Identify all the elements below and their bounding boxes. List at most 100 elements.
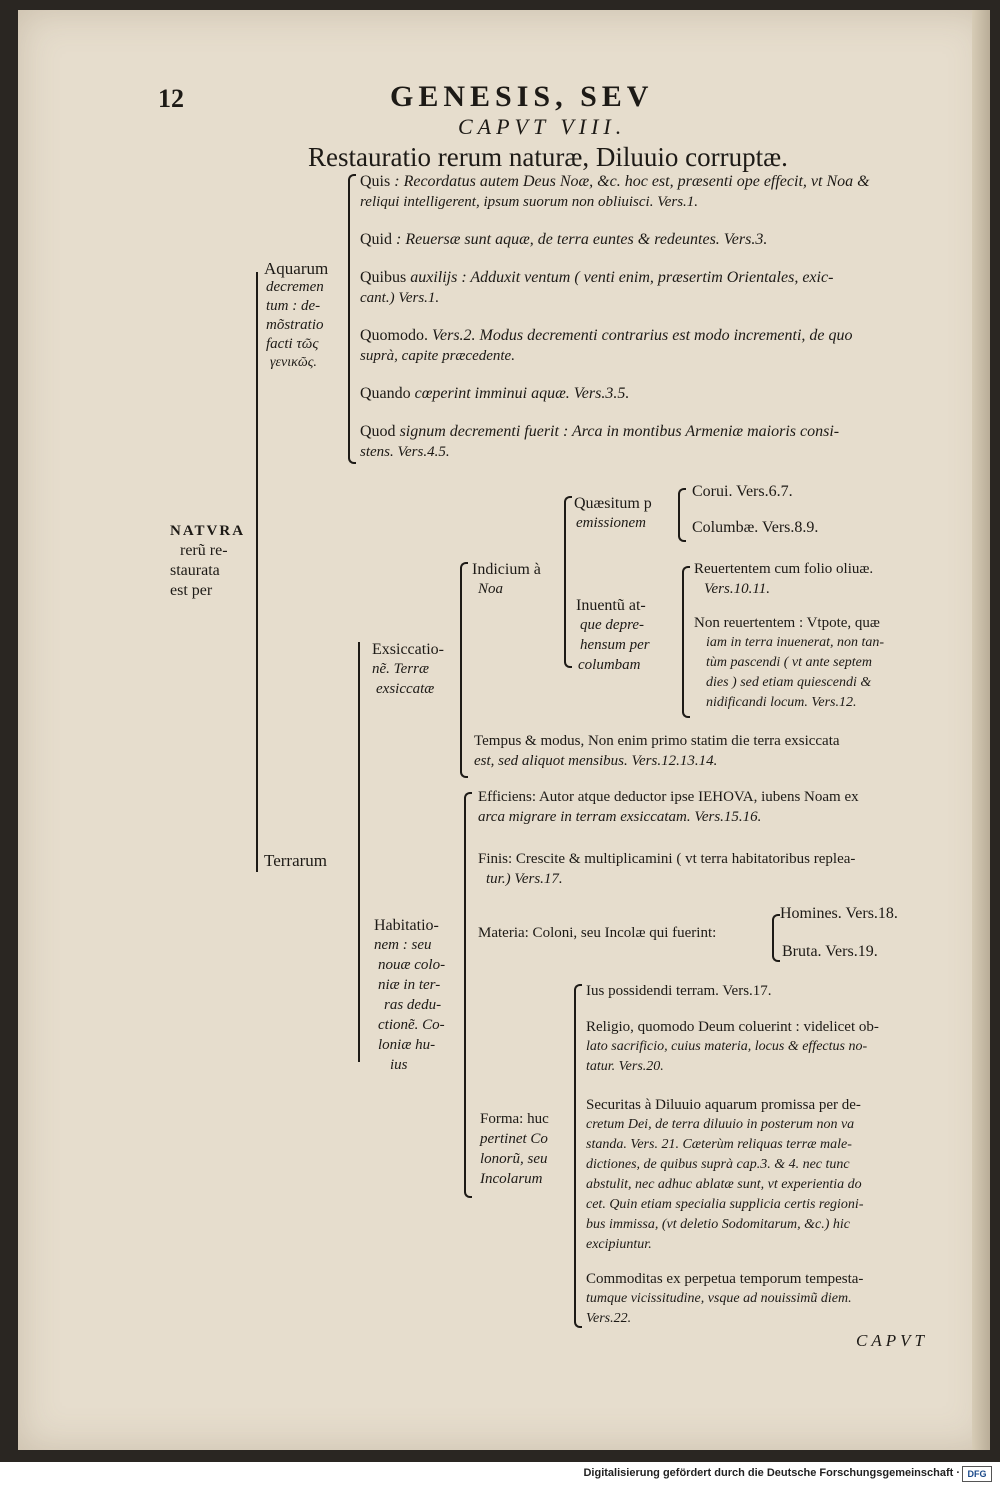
item-lead: Quod <box>360 423 396 440</box>
aquarum-label-line: Aquarum <box>264 259 329 278</box>
materia-item: Bruta. Vers.19. <box>782 943 878 960</box>
forma-item-line: Commoditas ex perpetua temporum tempesta… <box>586 1271 864 1287</box>
brace-forma <box>574 984 582 1328</box>
forma-label-line: Forma: huc <box>480 1111 549 1127</box>
brace-inventum <box>682 566 690 718</box>
quaesitum-label-line: emissionem <box>576 515 646 531</box>
exsiccatio-label-line: nẽ. Terræ <box>372 661 429 677</box>
exsiccatio-label-line: exsiccatæ <box>376 681 435 697</box>
root-line: est per <box>170 582 213 599</box>
non-reuertentem-line: nidificandi locum. Vers.12. <box>706 695 857 710</box>
footer-bar: Digitalisierung gefördert durch die Deut… <box>0 1462 1000 1485</box>
item-line: Quod signum decrementi fuerit : Arca in … <box>360 424 839 440</box>
forma-item-line: abstulit, nec adhuc ablatæ sunt, vt expe… <box>586 1177 862 1192</box>
item-line: Quis : Recordatus autem Deus Noæ, &c. ho… <box>360 174 870 190</box>
root-line: NATVRA <box>170 523 246 539</box>
habitatio-label-line: Habitatio- <box>374 917 439 934</box>
habitatio-label-line: nouæ colo- <box>378 957 446 973</box>
inventum-label-line: Inuentũ at- <box>576 597 646 614</box>
non-reuertentem-line: dies ) sed etiam quiescendi & <box>706 675 872 690</box>
item-text: : Recordatus autem Deus Noæ, &c. hoc est… <box>394 173 870 190</box>
page-number: 12 <box>158 84 184 113</box>
brace-exsiccatio <box>460 562 468 778</box>
item-line: suprà, capite præcedente. <box>360 348 515 364</box>
quaesitum-item: Corui. Vers.6.7. <box>692 483 793 500</box>
item-text: auxilijs : Adduxit ventum ( venti enim, … <box>410 269 834 286</box>
efficiens-line: arca migrare in terram exsiccatam. Vers.… <box>478 809 762 825</box>
forma-label-line: Incolarum <box>480 1171 543 1187</box>
forma-item-line: standa. Vers. 21. Cæterùm reliquas terræ… <box>586 1137 852 1152</box>
item-text: Vers.2. Modus decrementi contrarius est … <box>432 327 853 344</box>
forma-item-line: cretum Dei, de terra diluuio in posterum… <box>586 1117 855 1132</box>
forma-item-line: lato sacrificio, cuius materia, locus & … <box>586 1039 868 1054</box>
forma-item-line: tumque vicissitudine, vsque ad nouissimũ… <box>586 1291 852 1306</box>
forma-item-line: Religio, quomodo Deum coluerint : videli… <box>586 1019 879 1035</box>
tempus-line: Tempus & modus, Non enim primo statim di… <box>474 733 840 749</box>
non-reuertentem-line: tùm pascendi ( vt ante septem <box>706 655 873 670</box>
indicium-label-line: Noa <box>478 581 504 597</box>
reuertentem-line: Vers.10.11. <box>704 581 770 597</box>
habitatio-label-line: ctionẽ. Co- <box>378 1017 445 1033</box>
item-lead: Quando <box>360 385 411 402</box>
forma-label-line: lonorũ, seu <box>480 1151 548 1167</box>
brace-root <box>256 272 258 872</box>
habitatio-label-line: loniæ hu- <box>378 1037 436 1053</box>
forma-item-line: dictiones, de quibus suprà cap.3. & 4. n… <box>586 1157 850 1172</box>
inventum-label-line: hensum per <box>580 637 650 653</box>
item-line: reliqui intelligerent, ipsum suorum non … <box>360 194 699 210</box>
aquarum-label-line: tum : de- <box>266 298 321 314</box>
aquarum-label-line: facti τῶς <box>266 336 319 352</box>
non-reuertentem-line: iam in terra inuenerat, non tan- <box>706 635 885 650</box>
aquarum-label-line: decremen <box>266 279 324 295</box>
book-page: 12 GENESIS, SEV CAPVT VIII. Restauratio … <box>18 10 990 1450</box>
item-line: cant.) Vers.1. <box>360 290 440 306</box>
terrarum-label: Terrarum <box>264 851 327 870</box>
chapter-heading: CAPVT VIII. <box>458 114 627 139</box>
item-lead: Quomodo. <box>360 327 428 344</box>
habitatio-label-line: nem : seu <box>374 937 432 953</box>
forma-item-line: tatur. Vers.20. <box>586 1059 664 1074</box>
forma-item-line: Ius possidendi terram. Vers.17. <box>586 983 772 999</box>
inventum-label-line: que depre- <box>580 617 644 633</box>
item-line: Quando cœperint imminui aquæ. Vers.3.5. <box>360 386 629 402</box>
forma-item-line: excipiuntur. <box>586 1237 652 1252</box>
item-line: Quomodo. Vers.2. Modus decrementi contra… <box>360 328 853 344</box>
forma-label-line: pertinet Co <box>480 1131 548 1147</box>
exsiccatio-label-line: Exsiccatio- <box>372 641 444 658</box>
aquarum-label-line: γενικῶς. <box>270 355 317 370</box>
habitatio-label-line: niæ in ter- <box>378 977 441 993</box>
page-title: Restauratio rerum naturæ, Diluuio corrup… <box>308 142 788 172</box>
item-text: signum decrementi fuerit : Arca in monti… <box>399 423 840 440</box>
inventum-label-line: columbam <box>578 657 641 673</box>
finis-line: Finis: Crescite & multiplicamini ( vt te… <box>478 851 856 867</box>
running-title: GENESIS, SEV <box>390 80 654 113</box>
materia-item: Homines. Vers.18. <box>780 905 898 922</box>
catchword: CAPVT <box>856 1331 928 1350</box>
footer-credit: Digitalisierung gefördert durch die Deut… <box>583 1467 960 1479</box>
brace-materia <box>772 914 780 962</box>
item-line: Quibus auxilijs : Adduxit ventum ( venti… <box>360 270 833 286</box>
efficiens-line: Efficiens: Autor atque deductor ipse IEH… <box>478 789 859 805</box>
root-line: rerũ re- <box>180 542 228 559</box>
brace-habitatio <box>464 792 472 1198</box>
brace-aquarum <box>348 174 356 464</box>
dfg-logo: DFG <box>962 1466 992 1482</box>
root-line: staurata <box>170 562 220 579</box>
forma-item-line: bus immissa, (vt deletio Sodomitarum, &c… <box>586 1217 851 1232</box>
indicium-label-line: Indicium à <box>472 561 541 578</box>
tempus-line: est, sed aliquot mensibus. Vers.12.13.14… <box>474 753 718 769</box>
reuertentem-line: Reuertentem cum folio oliuæ. <box>694 561 874 577</box>
finis-line: tur.) Vers.17. <box>486 871 563 887</box>
page-edge <box>972 10 990 1450</box>
habitatio-label-line: ius <box>390 1057 408 1073</box>
brace-terrarum <box>358 642 360 1062</box>
item-line: Quid : Reuersæ sunt aquæ, de terra eunte… <box>360 232 767 248</box>
item-lead: Quid <box>360 231 392 248</box>
item-text: : Reuersæ sunt aquæ, de terra euntes & r… <box>396 231 768 248</box>
brace-quaesitum <box>678 488 686 542</box>
item-lead: Quibus <box>360 269 407 286</box>
materia-line: Materia: Coloni, seu Incolæ qui fuerint: <box>478 925 717 941</box>
forma-item-line: cet. Quin etiam specialia supplicia cert… <box>586 1197 864 1212</box>
aquarum-label-line: mõstratio <box>266 317 324 333</box>
quaesitum-item: Columbæ. Vers.8.9. <box>692 519 819 536</box>
